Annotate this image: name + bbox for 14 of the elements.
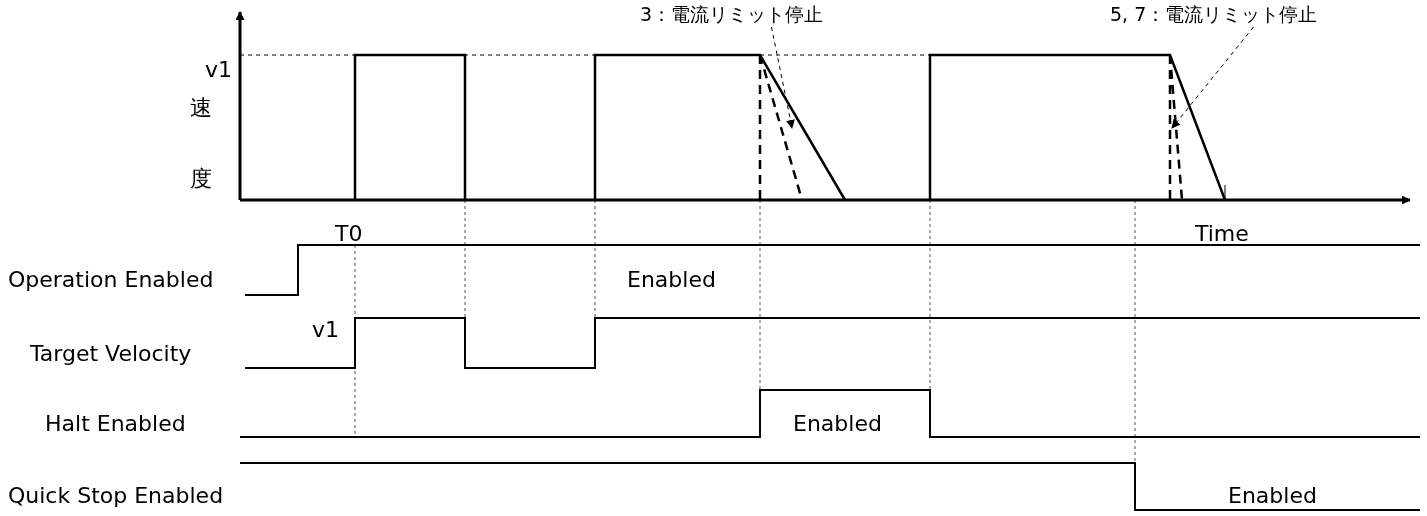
leader-line [1171, 26, 1254, 129]
signal-name: Quick Stop Enabled [8, 484, 224, 509]
signal-name: Target Velocity [30, 342, 192, 367]
signal-name: Halt Enabled [45, 412, 186, 437]
state-label: Enabled [1228, 484, 1317, 509]
state-label: Enabled [793, 412, 882, 437]
axis-label: T0 [335, 222, 363, 247]
leader-line [771, 26, 795, 129]
value-label: v1 [312, 318, 340, 343]
signal-name: Operation Enabled [8, 268, 214, 293]
annotation-text: 5, 7：電流リミット停止 [1110, 4, 1318, 25]
state-label: Enabled [627, 268, 716, 293]
annotation-text: 3：電流リミット停止 [640, 4, 824, 25]
axis-label: Time [1195, 222, 1249, 247]
